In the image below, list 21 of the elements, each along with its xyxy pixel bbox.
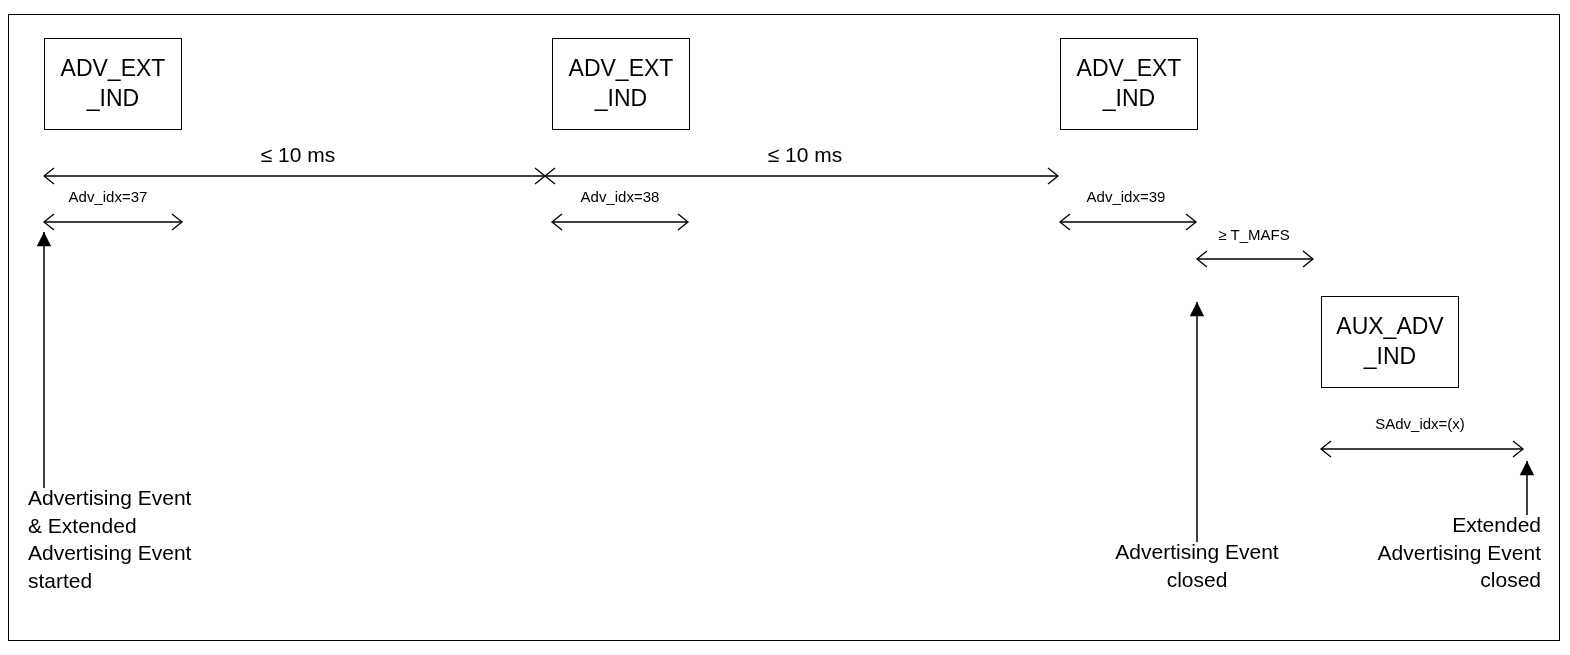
arrow xyxy=(36,231,52,489)
dimension-label: ≤ 10 ms xyxy=(260,143,336,167)
arrow xyxy=(1189,301,1205,543)
event-note: Advertising Event closed xyxy=(1112,538,1282,594)
frame-box xyxy=(44,38,182,130)
frame-box xyxy=(1060,38,1198,130)
dimension-label: Adv_idx=38 xyxy=(580,188,660,205)
frame-label: ADV_EXT _IND xyxy=(567,54,675,113)
frame-label: ADV_EXT _IND xyxy=(59,54,167,113)
arrow xyxy=(1519,460,1535,516)
frame-label: AUX_ADV _IND xyxy=(1335,312,1445,371)
dimension-label: Adv_idx=39 xyxy=(1086,188,1166,205)
dimension-label: ≥ T_MAFS xyxy=(1218,226,1290,243)
frame-box xyxy=(552,38,690,130)
event-note: Extended Advertising Event closed xyxy=(1371,511,1541,595)
frame-label: ADV_EXT _IND xyxy=(1075,54,1183,113)
dimension-label: SAdv_idx=(x) xyxy=(1375,415,1465,432)
frame-box xyxy=(1321,296,1459,388)
event-note: Advertising Event & Extended Advertising Event started xyxy=(28,484,198,595)
dimension-label: ≤ 10 ms xyxy=(767,143,843,167)
dimension-label: Adv_idx=37 xyxy=(68,188,148,205)
